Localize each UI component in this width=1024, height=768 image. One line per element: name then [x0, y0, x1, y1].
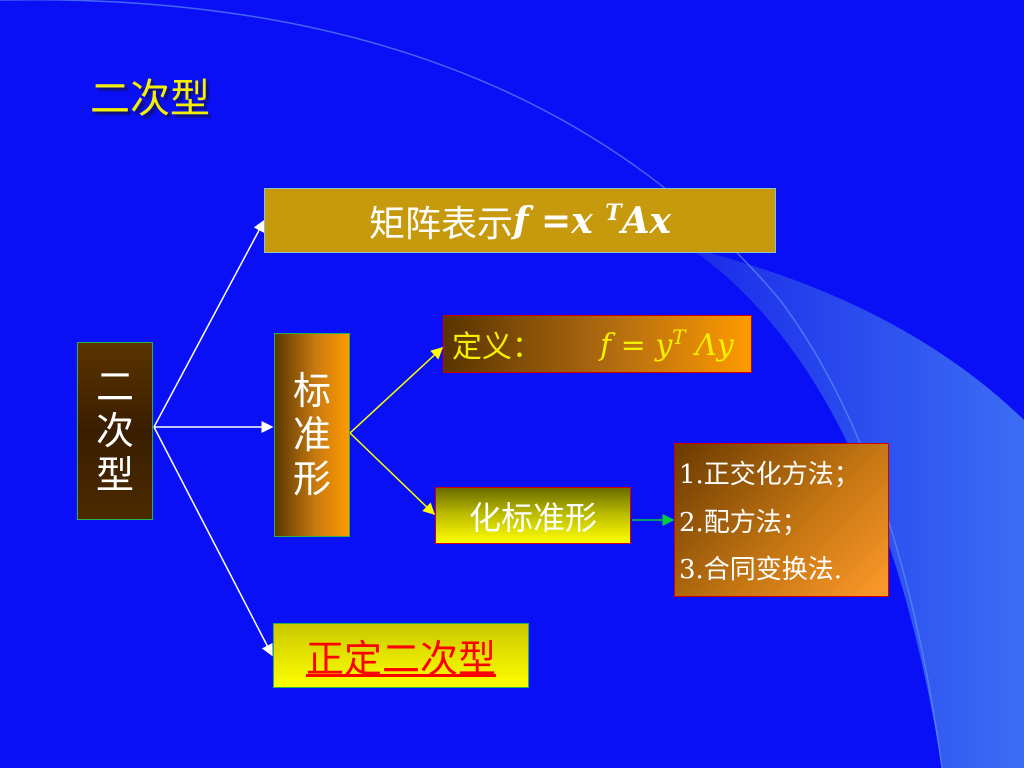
arrow-root-to-matrix — [153, 219, 265, 428]
method-item-3: 3.合同变换法. — [679, 554, 843, 585]
root-char-1: 二 — [95, 365, 134, 409]
slide-title: 二次型 — [90, 76, 210, 122]
background-swoosh — [690, 248, 1024, 768]
root-char-2: 次 — [95, 409, 134, 453]
standard-char-1: 标 — [292, 369, 331, 413]
root-char-3: 型 — [95, 453, 134, 497]
matrix-formula-part2: Ax — [621, 199, 671, 242]
arrow-standard-to-hua — [349, 432, 436, 516]
matrix-representation-node: 矩阵表示 f =x TAx — [264, 188, 776, 253]
definition-formula-part2: Λy — [685, 328, 734, 363]
definition-formula-sup: T — [672, 325, 686, 349]
root-node-quadratic-form: 二 次 型 — [77, 342, 153, 520]
arrow-standard-to-definition — [349, 346, 444, 434]
positive-definite-label[interactable]: 正定二次型 — [305, 637, 496, 681]
to-standard-form-node: 化标准形 — [435, 487, 631, 544]
definition-formula-part1: f = y — [600, 328, 673, 363]
matrix-label: 矩阵表示 — [369, 203, 514, 245]
arrow-root-to-positive — [153, 426, 273, 657]
method-item-1: 1.正交化方法； — [679, 460, 860, 491]
definition-label: 定义： — [452, 330, 542, 365]
definition-node: 定义： f = yT Λy — [443, 315, 752, 373]
definition-formula: f = yT Λy — [600, 325, 734, 363]
standard-form-node: 标 准 形 — [274, 333, 350, 537]
matrix-formula-part1: f =x — [513, 199, 606, 242]
matrix-formula-sup: T — [605, 199, 622, 226]
standard-char-2: 准 — [292, 413, 331, 457]
positive-definite-link[interactable]: 正定二次型 — [273, 623, 529, 688]
methods-node: 1.正交化方法； 2.配方法； 3.合同变换法. — [674, 443, 889, 597]
standard-char-3: 形 — [292, 457, 331, 501]
method-item-2: 2.配方法； — [679, 507, 808, 538]
